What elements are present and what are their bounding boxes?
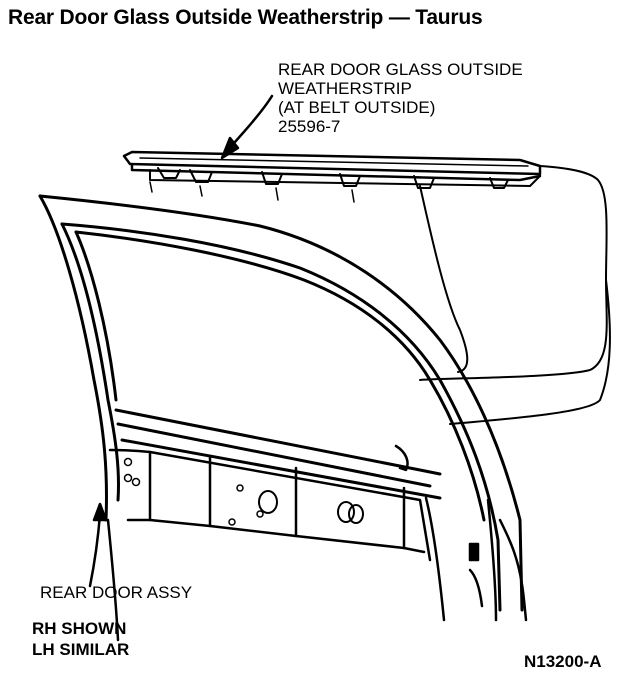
body-rear-edge — [468, 498, 528, 622]
weatherstrip-callout: REAR DOOR GLASS OUTSIDE WEATHERSTRIP (AT… — [278, 60, 523, 136]
rear-door-frame — [38, 194, 524, 612]
orientation-note-line2: LH SIMILAR — [32, 640, 130, 659]
weatherstrip-leader-arrow — [220, 94, 274, 160]
installation-guide-lines — [419, 165, 611, 425]
diagram-title: Rear Door Glass Outside Weatherstrip — T… — [8, 6, 483, 29]
figure-id: N13200-A — [524, 652, 602, 671]
door-leader-arrow — [88, 502, 108, 588]
weatherstrip-callout-line3: (AT BELT OUTSIDE) — [278, 98, 436, 117]
orientation-note-line1: RH SHOWN — [32, 619, 127, 638]
weatherstrip-part — [122, 150, 542, 203]
weatherstrip-callout-line1: REAR DOOR GLASS OUTSIDE — [278, 60, 523, 79]
weatherstrip-part-number: 25596-7 — [278, 117, 341, 136]
orientation-note: RH SHOWN LH SIMILAR — [32, 618, 129, 660]
door-assy-callout: REAR DOOR ASSY — [40, 583, 193, 602]
rear-door-inner-panel — [106, 444, 480, 642]
weatherstrip-callout-line2: WEATHERSTRIP — [278, 79, 412, 98]
